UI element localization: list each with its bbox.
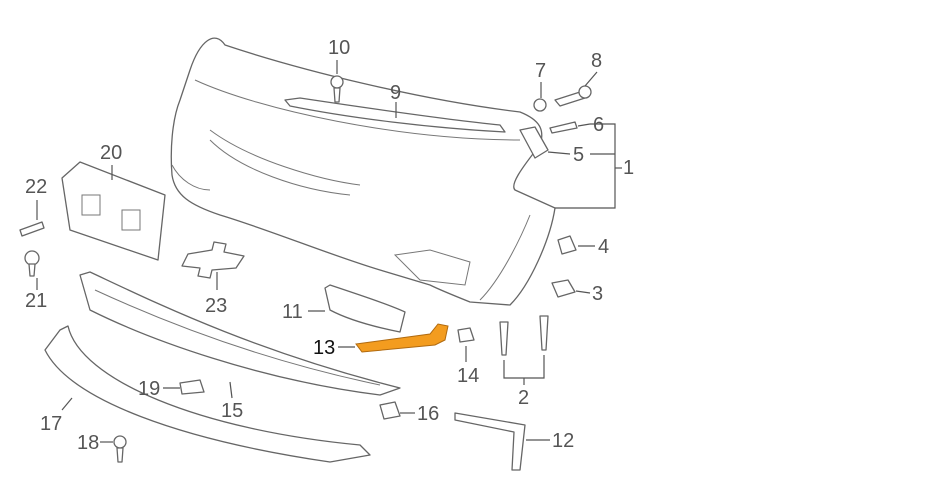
- callout-8[interactable]: 8: [591, 50, 602, 72]
- bracket-5[interactable]: [519, 126, 549, 159]
- emblem-23[interactable]: [181, 241, 245, 279]
- leader-lines: [36, 60, 622, 443]
- lower-grille-15[interactable]: [79, 271, 401, 396]
- highlighted-part-13[interactable]: [355, 323, 449, 353]
- air-deflector-17[interactable]: [44, 325, 371, 463]
- callout-21[interactable]: 21: [25, 290, 47, 312]
- license-plate-bracket[interactable]: [61, 161, 166, 261]
- callout-4[interactable]: 4: [598, 236, 609, 258]
- callout-11[interactable]: 11: [282, 301, 303, 323]
- callout-6[interactable]: 6: [593, 114, 604, 136]
- callout-1[interactable]: 1: [623, 157, 634, 179]
- callout-10[interactable]: 10: [328, 37, 350, 59]
- callout-13[interactable]: 13: [313, 337, 335, 359]
- nut-7[interactable]: [533, 98, 547, 112]
- callout-5[interactable]: 5: [573, 144, 584, 166]
- bolt-2a[interactable]: [499, 321, 509, 356]
- bracket-4[interactable]: [557, 235, 577, 255]
- bolt-18[interactable]: [113, 435, 127, 449]
- bolt-22[interactable]: [19, 221, 45, 237]
- callout-12[interactable]: 12: [552, 430, 574, 452]
- callout-20[interactable]: 20: [100, 142, 122, 164]
- push-clip-10[interactable]: [330, 75, 344, 103]
- callout-19[interactable]: 19: [138, 378, 160, 400]
- clip-3[interactable]: [551, 279, 576, 298]
- callout-18[interactable]: 18: [77, 432, 99, 454]
- upper-trim-strip[interactable]: [284, 97, 506, 133]
- callout-17[interactable]: 17: [40, 413, 62, 435]
- bolt-21[interactable]: [24, 250, 40, 266]
- clip-19[interactable]: [179, 379, 205, 395]
- callout-22[interactable]: 22: [25, 176, 47, 198]
- clip-14[interactable]: [457, 327, 475, 343]
- callout-15[interactable]: 15: [221, 400, 243, 422]
- fog-lamp-bezel-11[interactable]: [324, 284, 406, 333]
- callout-9[interactable]: 9: [390, 82, 401, 104]
- bolt-6[interactable]: [549, 121, 578, 134]
- bumper-cover[interactable]: [170, 37, 556, 306]
- trim-12[interactable]: [454, 412, 526, 471]
- callout-23[interactable]: 23: [205, 295, 227, 317]
- clip-16[interactable]: [379, 401, 401, 420]
- callout-7[interactable]: 7: [535, 60, 546, 82]
- callout-2[interactable]: 2: [518, 387, 529, 409]
- callout-3[interactable]: 3: [592, 283, 603, 305]
- callout-14[interactable]: 14: [457, 365, 479, 387]
- callout-16[interactable]: 16: [417, 403, 439, 425]
- bolt-2b[interactable]: [539, 315, 549, 351]
